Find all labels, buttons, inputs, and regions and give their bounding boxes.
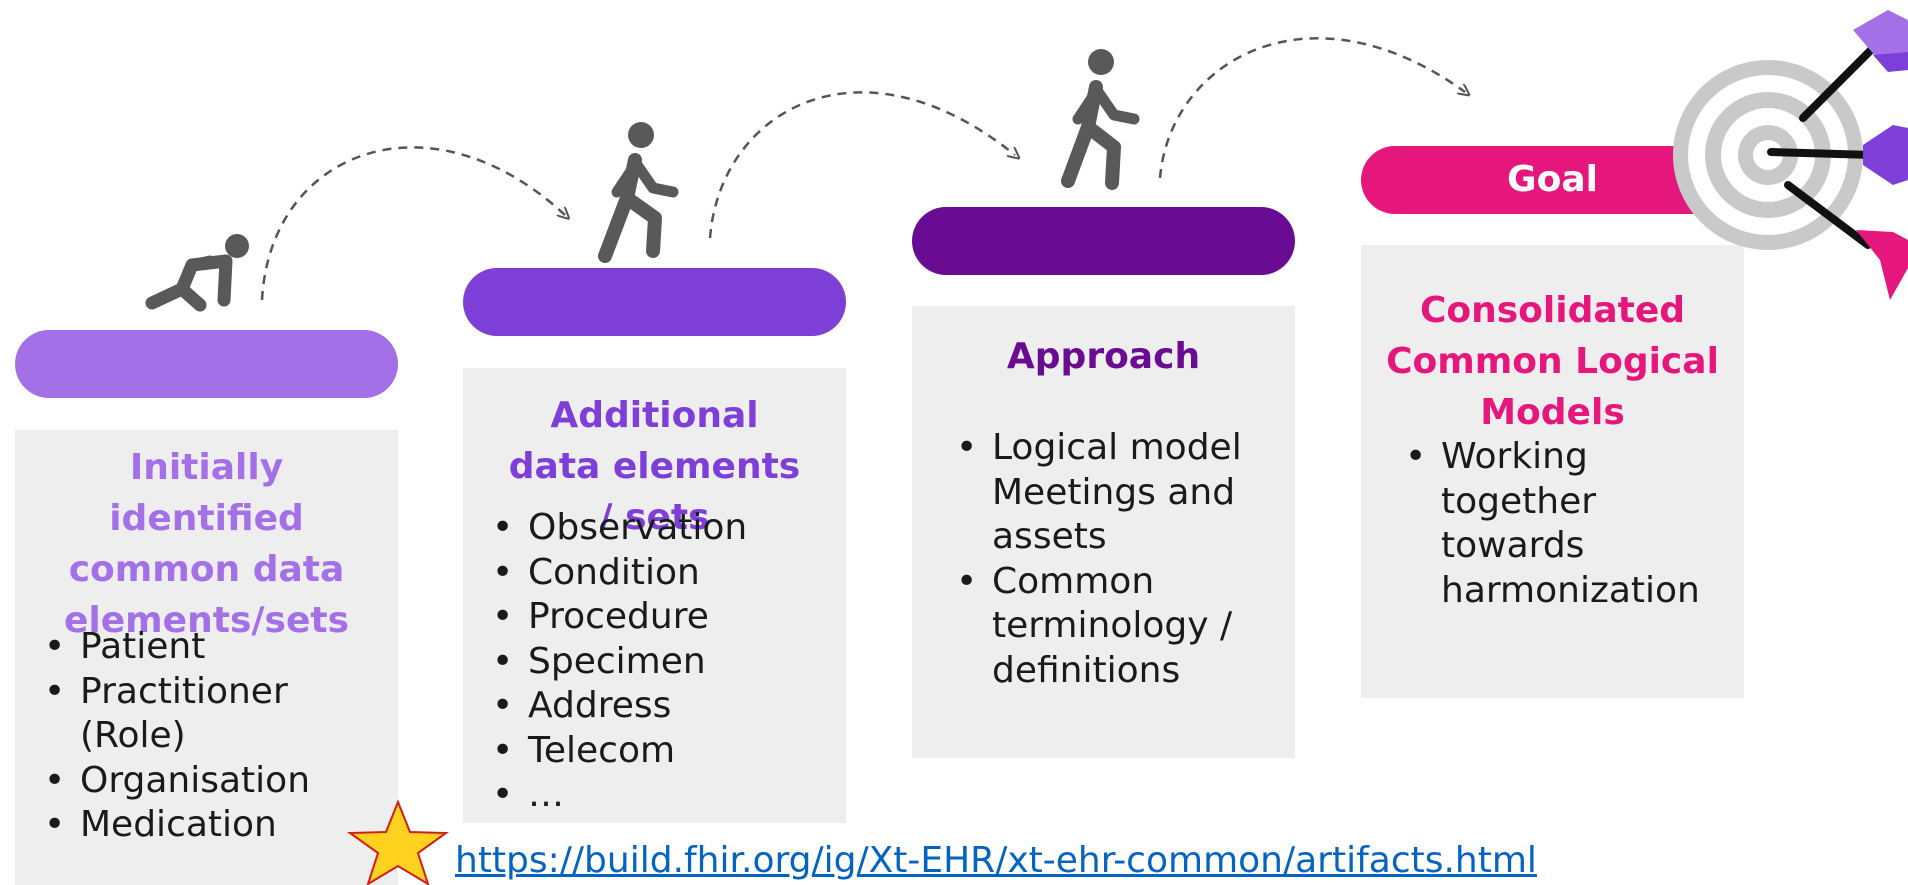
list-item: …	[488, 773, 828, 818]
list-item: Working together towards harmonization	[1401, 435, 1701, 613]
step-2-box: Additional data elements / sets Observat…	[463, 368, 846, 823]
goal-box: Consolidated Common Logical Models Worki…	[1361, 245, 1744, 698]
list-item: Medication	[40, 803, 340, 848]
step-3-box: Approach Logical model Meetings and asse…	[912, 306, 1295, 758]
list-item: Common terminology / definitions	[952, 560, 1252, 694]
list-item: Observation	[488, 506, 828, 551]
step-1-box: Initially identified common data element…	[15, 430, 398, 885]
artifacts-link[interactable]: https://build.fhir.org/ig/Xt-EHR/xt-ehr-…	[455, 840, 1537, 881]
step-1-list: Patient Practitioner (Role) Organisation…	[40, 625, 340, 848]
list-item: Logical model Meetings and assets	[952, 426, 1252, 560]
step-2-bar	[463, 268, 846, 336]
goal-list: Working together towards harmonization	[1401, 435, 1701, 613]
list-item: Organisation	[40, 759, 340, 804]
goal-title: Consolidated Common Logical Models	[1386, 290, 1719, 433]
list-item: Practitioner (Role)	[40, 670, 340, 759]
runner-start-icon	[145, 234, 249, 312]
list-item: Condition	[488, 551, 828, 596]
list-item: Telecom	[488, 729, 828, 774]
goal-label: Goal	[1507, 159, 1598, 200]
list-item: Specimen	[488, 640, 828, 685]
target-arrows-icon	[1673, 10, 1908, 300]
list-item: Patient	[40, 625, 340, 670]
star-icon	[346, 799, 450, 885]
step-3-list: Logical model Meetings and assets Common…	[952, 426, 1252, 693]
list-item: Procedure	[488, 595, 828, 640]
step-3-bar	[912, 207, 1295, 275]
step-2-list: Observation Condition Procedure Specimen…	[488, 506, 828, 818]
list-item: Address	[488, 684, 828, 729]
walking-person-icon	[1061, 49, 1140, 190]
jump-arrow-1	[260, 146, 565, 301]
step-1-title: Initially identified common data element…	[64, 447, 349, 641]
step-1-bar	[15, 330, 398, 398]
walking-person-icon	[598, 122, 679, 263]
step-3-title: Approach	[1006, 336, 1201, 377]
jump-arrow-2	[708, 91, 1015, 239]
